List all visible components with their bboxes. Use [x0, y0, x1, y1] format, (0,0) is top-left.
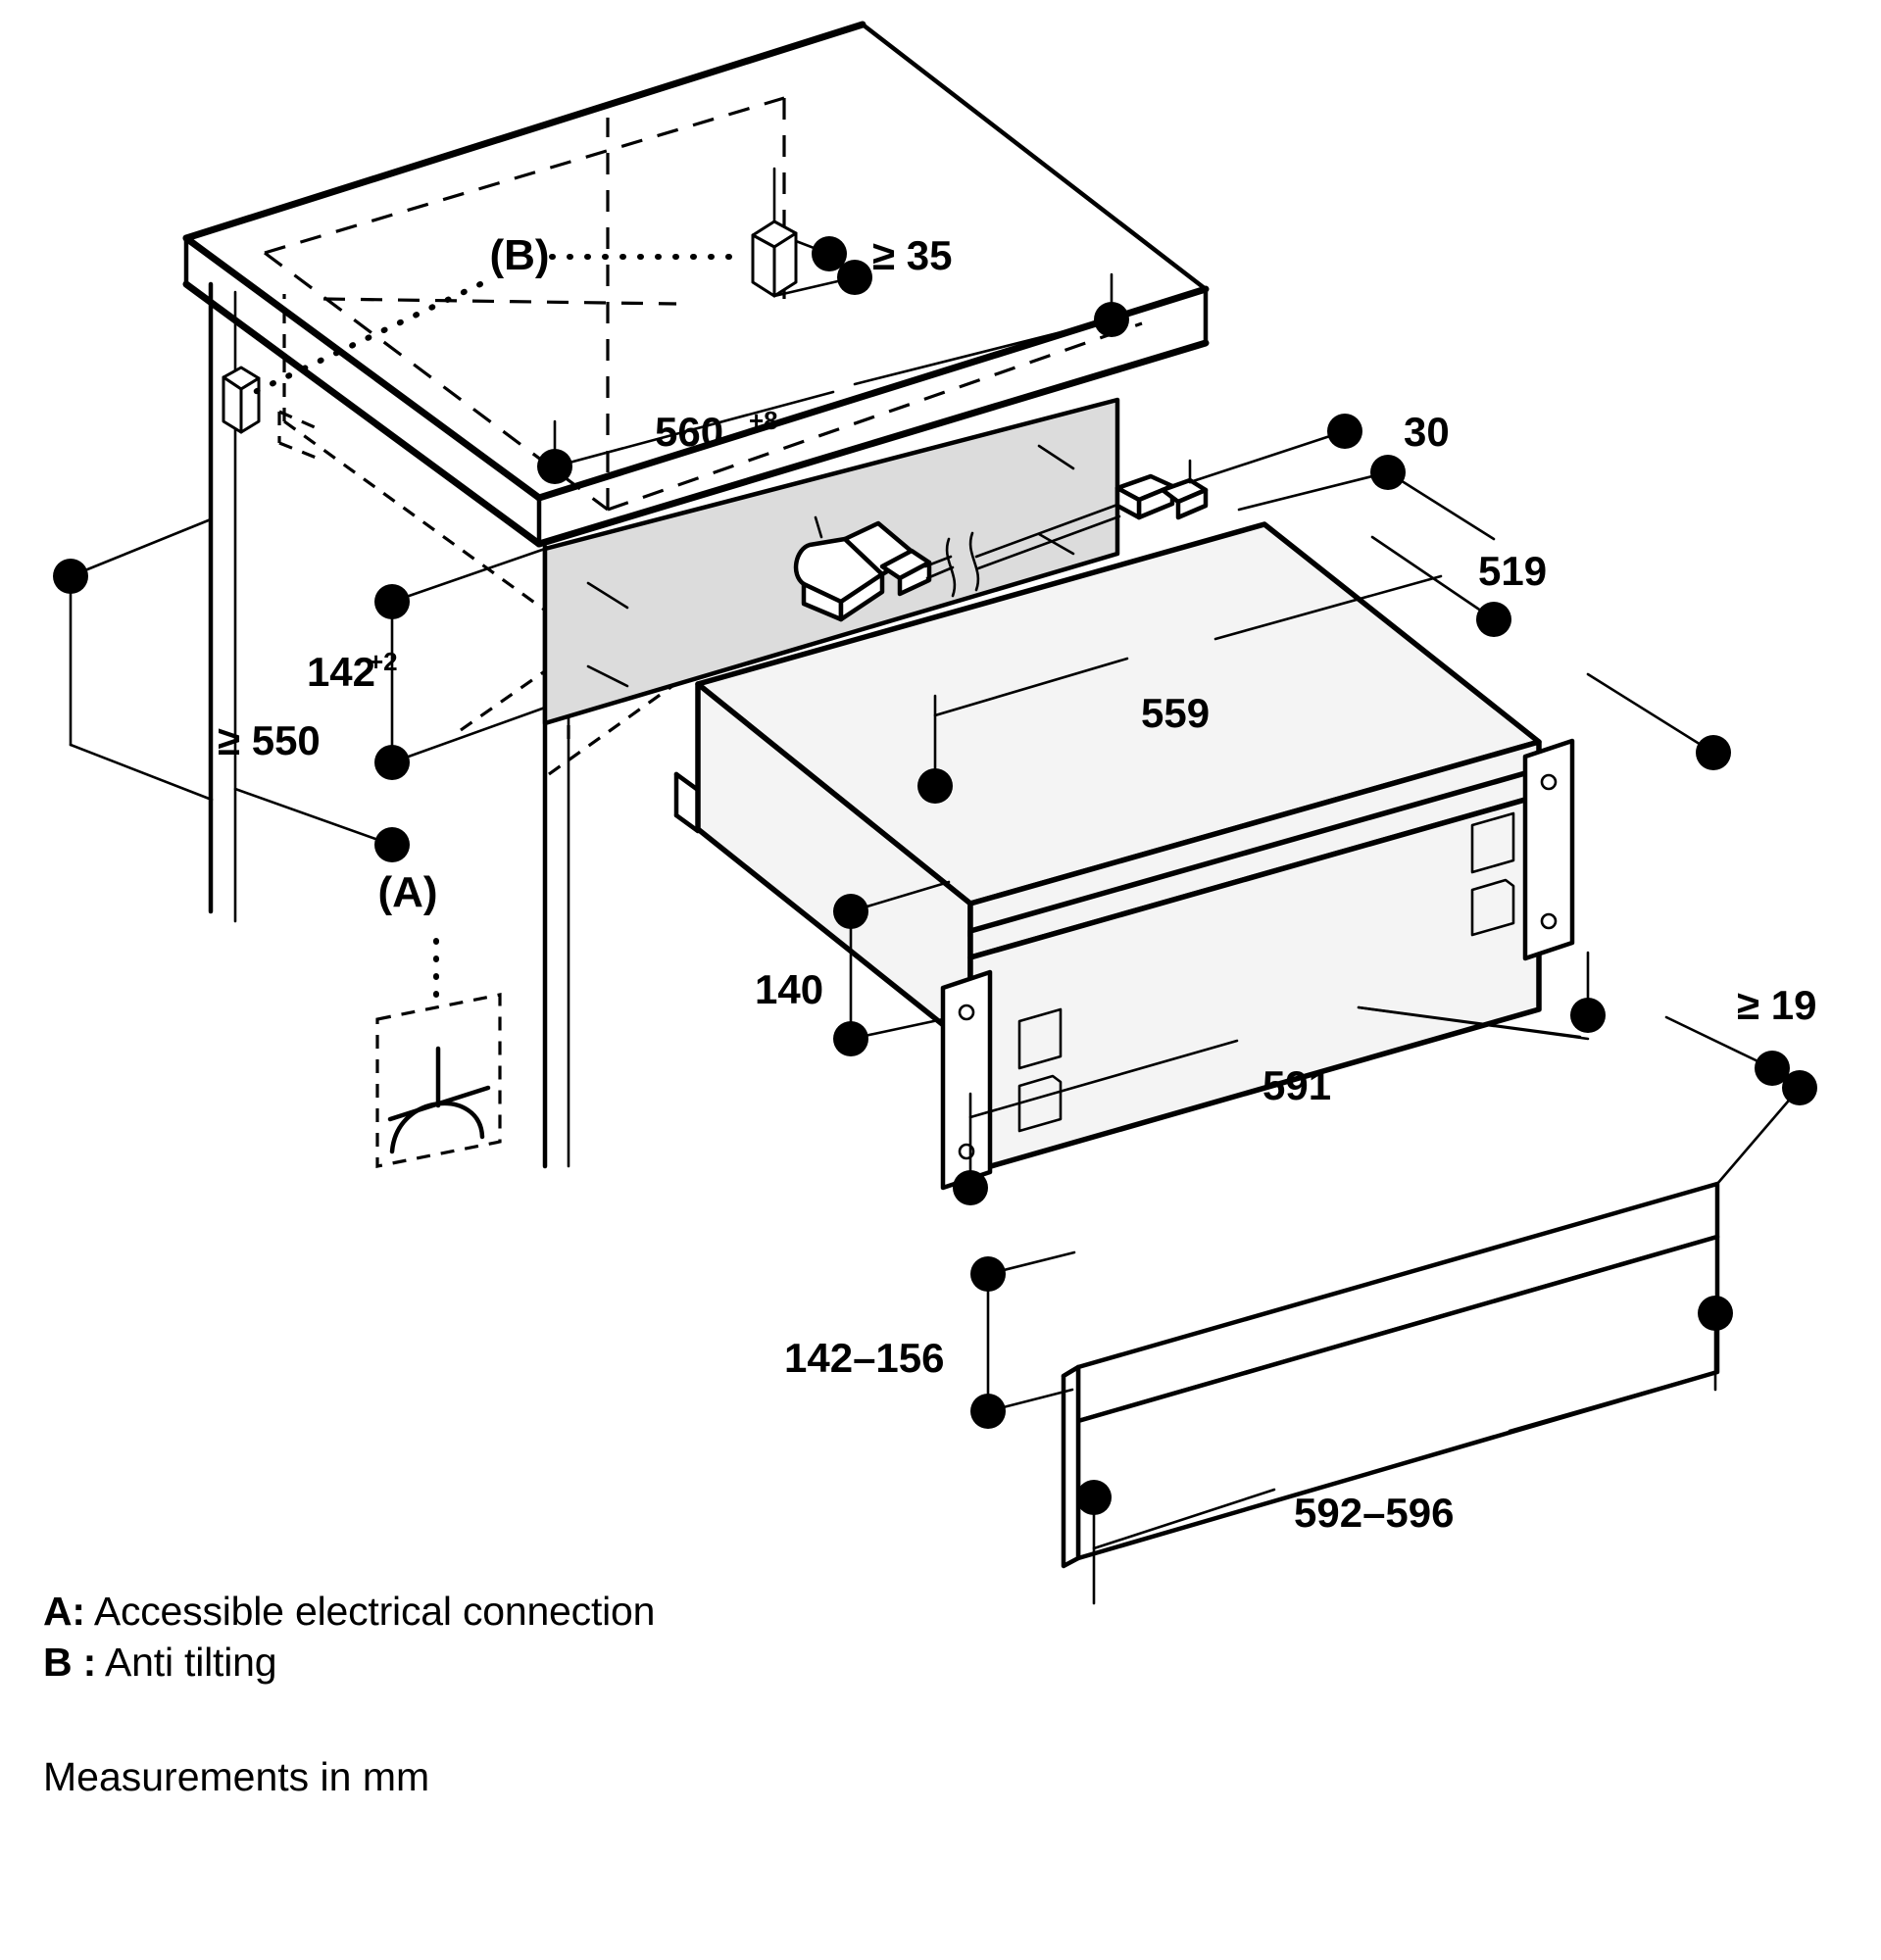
niche-hidden-edge-4 — [607, 321, 1143, 512]
dim-label-30: 30 — [1404, 409, 1450, 455]
rear-panel-hatch-3 — [1037, 444, 1075, 470]
dim-519-ext-link — [1386, 470, 1496, 541]
front-cutout-right-upper — [1470, 811, 1515, 874]
front-cutout-left-upper — [1017, 1007, 1063, 1070]
dim-519-ext-bottom — [1586, 672, 1715, 755]
legend-item-a: A: Accessible electrical connection — [43, 1586, 1121, 1637]
niche-hidden-bottom-2 — [548, 674, 687, 776]
bracket-screw-hole-right-top — [1540, 773, 1558, 791]
dim-label-19: ≥ 19 — [1737, 982, 1816, 1028]
dimension-annotations: 560 +8 ≥ 35 142 +2 ≥ 550 — [53, 231, 1817, 1605]
legend: A: Accessible electrical connection B : … — [43, 1586, 1121, 1688]
front-cutout-left-lower — [1017, 1074, 1063, 1133]
bracket-screw-hole-right-bottom — [1540, 912, 1558, 930]
worktop-top-left-edge — [182, 234, 543, 502]
plug-earth-pin — [814, 515, 823, 539]
anti-tilt-left-hidden-3 — [278, 441, 324, 463]
rear-panel-with-cable — [542, 397, 1209, 726]
dim-label-550: ≥ 550 — [218, 717, 321, 763]
dim-559-line-left — [933, 657, 1129, 717]
appliance-body — [673, 521, 1575, 1191]
cable-connector-right — [1114, 473, 1209, 520]
legend-key-b: B : — [43, 1640, 97, 1685]
cable-segment-a2 — [925, 565, 955, 580]
dim-140-ext-top — [849, 880, 951, 913]
marker-label-b: (B) — [489, 231, 549, 279]
mounting-bracket-left — [940, 969, 993, 1191]
niche-hidden-edge-2 — [264, 96, 785, 255]
dim-550-ext-2 — [233, 787, 394, 847]
dim-19-line-a — [1664, 1015, 1774, 1070]
dim-19-line-b — [1715, 1086, 1802, 1186]
units-note: Measurements in mm — [43, 1754, 430, 1799]
cable-break-mark-2 — [968, 531, 980, 592]
dim-591-line-left — [968, 1039, 1239, 1119]
electrical-connection-symbol — [375, 938, 502, 1168]
dim-559-line-right — [1213, 574, 1443, 641]
legend-text-a: Accessible electrical connection — [93, 1589, 656, 1634]
cable-segment-b — [974, 503, 1119, 559]
dim-label-35: ≥ 35 — [872, 232, 952, 278]
niche-hidden-edge-5 — [322, 297, 677, 306]
rear-panel-hatch-1 — [586, 581, 629, 610]
dim-label-140: 140 — [755, 966, 823, 1012]
dim-142-156-ext-top — [986, 1250, 1076, 1276]
dim-label-560-tolerance: +8 — [749, 406, 778, 435]
dim-30-line-a — [1188, 429, 1347, 484]
dim-label-591: 591 — [1262, 1062, 1331, 1108]
worktop-left-front-edge — [182, 280, 543, 548]
marker-b-leader-left — [252, 281, 483, 395]
dim-592-596-line-right — [1508, 1370, 1717, 1433]
cable-segment-a — [923, 555, 953, 568]
dim-label-142-156: 142–156 — [784, 1335, 945, 1381]
rear-panel-hatch-2 — [586, 664, 629, 688]
rear-panel-hatch-4 — [1037, 532, 1075, 556]
dim-35-line-b — [772, 275, 857, 298]
front-panel-separate — [1061, 1181, 1720, 1569]
dim-560-line-left — [553, 390, 835, 468]
dim-142-ext-top — [390, 547, 547, 604]
dim-550-ext-bottom — [69, 743, 214, 802]
cable-break-mark-1 — [945, 537, 957, 598]
dim-142-ext-bottom — [390, 706, 547, 764]
dim-label-592-596: 592–596 — [1294, 1490, 1455, 1536]
dim-35-line-a — [794, 239, 831, 256]
dim-label-559: 559 — [1141, 690, 1210, 736]
dim-label-519: 519 — [1478, 548, 1547, 594]
anti-tilt-bracket-right — [751, 167, 798, 298]
anti-tilt-left-hidden — [278, 410, 324, 433]
legend-key-a: A: — [43, 1589, 85, 1634]
dim-label-142: 142 — [307, 649, 375, 695]
dim-560-line-right — [853, 318, 1114, 386]
dim-label-560: 560 — [655, 409, 723, 455]
socket-dashed-box — [375, 993, 502, 1168]
front-cutout-right-lower — [1470, 878, 1515, 937]
worktop-right-rear-edge — [860, 22, 1209, 292]
bracket-screw-hole-left-top — [958, 1004, 975, 1021]
dim-592-596-line-left — [1092, 1488, 1276, 1550]
dim-591-line-right-2 — [1357, 1005, 1582, 1039]
dim-label-142-tolerance: +2 — [369, 647, 398, 676]
niche-hidden-depth-left — [283, 419, 569, 629]
front-panel-left-thickness — [1061, 1364, 1081, 1569]
dim-550-ext-top — [69, 517, 213, 578]
dim-140-ext-bottom — [849, 1017, 945, 1041]
appliance-rear-rail-a — [673, 771, 701, 793]
worktop-top-rear-edge — [182, 21, 866, 242]
mounting-bracket-right — [1522, 738, 1575, 961]
worktop-front-edge — [535, 339, 1210, 548]
appliance-rear-rail-c — [673, 812, 701, 834]
legend-text-b: Anti tilting — [105, 1640, 277, 1685]
dim-142-156-ext-bottom — [986, 1388, 1074, 1413]
power-plug-icon — [793, 515, 932, 622]
bracket-screw-hole-left-bottom — [958, 1143, 975, 1160]
socket-arc — [389, 1101, 485, 1154]
dim-30-line-b — [1237, 470, 1390, 512]
anti-tilt-bracket-left — [222, 366, 324, 463]
cable-segment-b2 — [976, 514, 1121, 570]
marker-label-a: (A) — [377, 868, 437, 916]
legend-item-b: B : Anti tilting — [43, 1637, 1121, 1688]
